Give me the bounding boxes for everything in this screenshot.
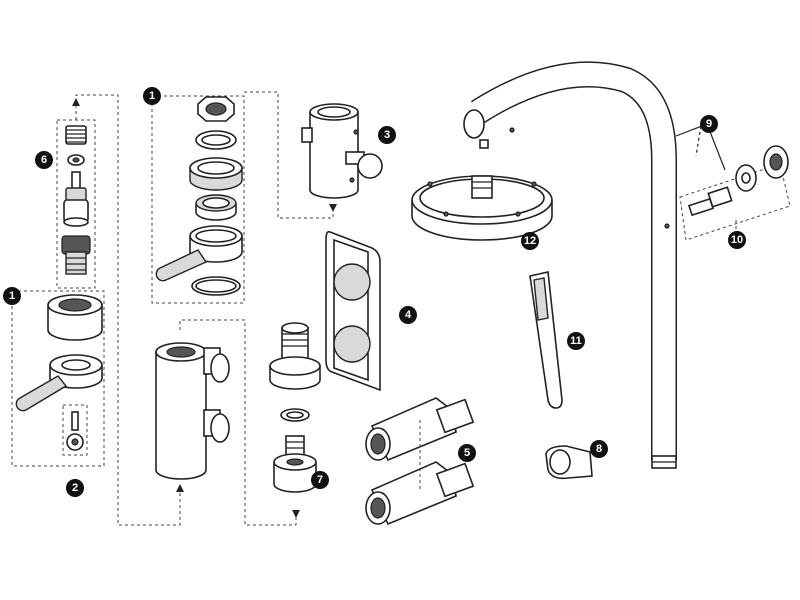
callout-10: 10 <box>728 231 746 249</box>
lever-handle-middle <box>155 96 243 296</box>
callout-6: 6 <box>35 151 53 169</box>
callout-1a: 1 <box>143 87 161 105</box>
callout-badges: 1 1 2 3 4 5 6 7 <box>3 87 746 497</box>
arm-fixing-set <box>687 145 789 217</box>
callout-3: 3 <box>378 126 396 144</box>
thermostatic-cartridge <box>269 322 321 493</box>
callout-12: 12 <box>521 232 539 250</box>
callout-11: 11 <box>567 332 585 350</box>
callout-2: 2 <box>66 479 84 497</box>
diverter-body <box>301 103 383 199</box>
callout-label: 5 <box>464 447 470 459</box>
valve-body-cylinder <box>155 342 230 480</box>
callout-7: 7 <box>311 471 329 489</box>
callout-label: 7 <box>317 474 323 486</box>
dashed-guides <box>11 91 791 526</box>
callout-label: 2 <box>72 482 78 494</box>
shower-head <box>411 175 553 241</box>
callout-label: 10 <box>731 234 743 246</box>
callout-label: 1 <box>9 290 15 302</box>
callout-label: 3 <box>384 129 390 141</box>
hand-shower-holder <box>545 445 593 480</box>
callout-label: 1 <box>149 90 155 102</box>
hand-shower <box>529 271 563 409</box>
callout-9: 9 <box>700 115 718 133</box>
callout-label: 4 <box>405 309 412 321</box>
callout-label: 6 <box>41 154 47 166</box>
cover-plate <box>325 230 381 392</box>
valve-cartridge-stack <box>61 125 91 275</box>
callout-label: 12 <box>524 235 536 247</box>
callout-label: 11 <box>570 335 582 347</box>
callout-8: 8 <box>590 440 608 458</box>
callout-1b: 1 <box>3 287 21 305</box>
callout-label: 9 <box>706 118 712 130</box>
wall-elbows <box>365 397 475 526</box>
shower-riser-pipe <box>463 61 677 469</box>
callout-5: 5 <box>458 444 476 462</box>
callout-4: 4 <box>399 306 417 324</box>
lever-handle-left <box>15 294 103 451</box>
callout-label: 8 <box>596 443 602 455</box>
